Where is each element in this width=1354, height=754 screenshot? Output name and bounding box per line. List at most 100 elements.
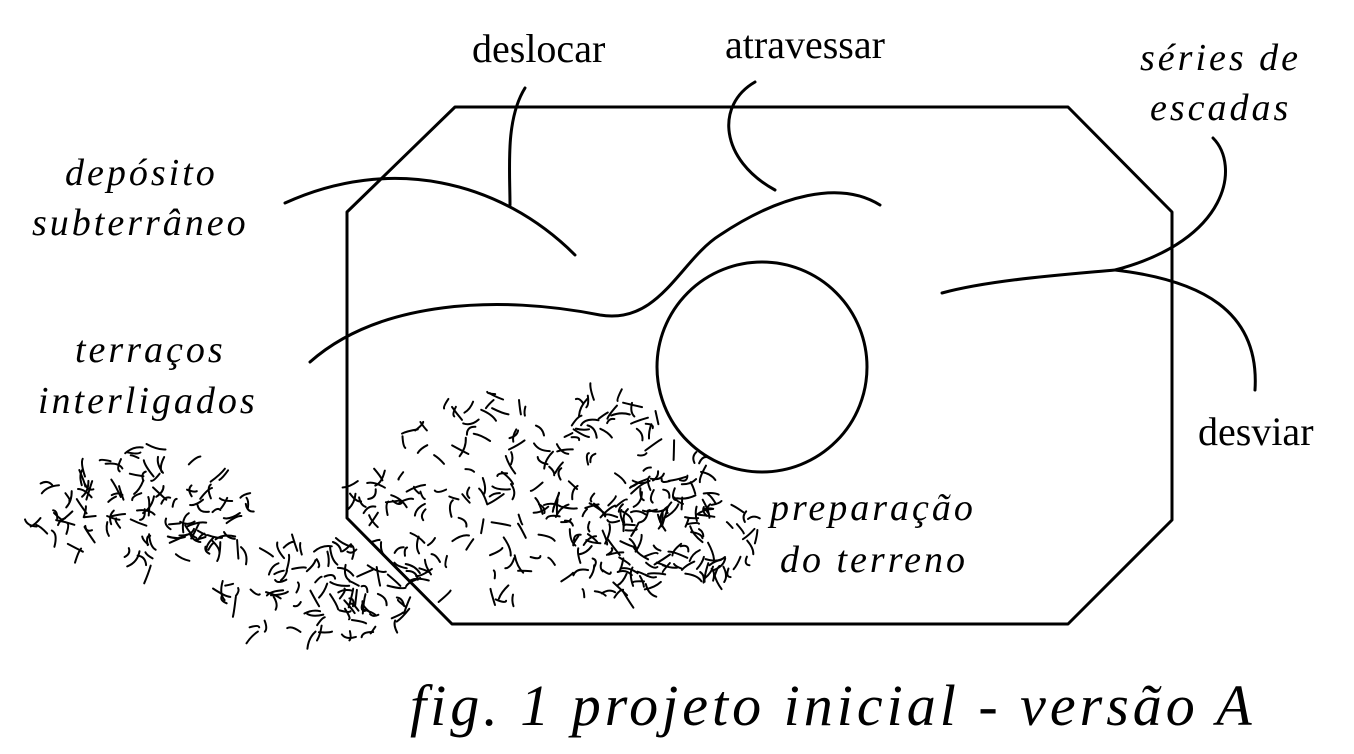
hatch-stroke: [657, 511, 664, 530]
hatch-stroke: [630, 522, 640, 537]
hatch-stroke: [465, 538, 475, 551]
hatch-stroke: [597, 411, 609, 420]
hatch-stroke: [204, 545, 211, 555]
hatch-stroke: [649, 489, 655, 504]
hatch-stroke: [248, 625, 261, 629]
hatch-stroke: [675, 494, 697, 500]
hatch-stroke: [697, 513, 716, 518]
hatch-stroke: [236, 539, 240, 560]
hatch-stroke: [186, 488, 198, 493]
hatch-stroke: [401, 435, 407, 449]
hatch-stroke: [299, 542, 303, 556]
hatch-stroke: [461, 493, 471, 504]
hatch-stroke: [692, 451, 698, 464]
hatch-stroke: [141, 535, 150, 546]
hatch-stroke: [695, 555, 705, 570]
hatch-stroke: [386, 573, 402, 587]
hatch-stroke: [489, 547, 504, 557]
hatch-stroke: [465, 425, 477, 436]
hatch-stroke: [462, 418, 480, 426]
hatch-stroke: [224, 582, 235, 587]
hatch-stroke: [350, 619, 368, 625]
hatch-stroke: [107, 495, 117, 503]
hatch-stroke: [142, 459, 155, 478]
label-preparacao: preparação: [767, 487, 976, 529]
hatch-stroke: [218, 497, 234, 503]
hatch-stroke: [695, 507, 714, 516]
hatch-stroke: [571, 484, 579, 501]
hatch-stroke: [614, 498, 628, 508]
hatch-stroke: [139, 508, 146, 521]
hatch-stroke: [747, 515, 761, 520]
hatch-stroke: [57, 517, 67, 527]
hatch-stroke: [533, 442, 551, 453]
hatch-stroke: [207, 542, 215, 551]
hatch-stroke: [554, 461, 564, 475]
hatch-stroke: [272, 595, 278, 611]
label-desviar: desviar: [1198, 409, 1314, 454]
hatch-stroke: [644, 438, 663, 452]
hatch-stroke: [403, 596, 412, 615]
hatch-stroke: [220, 496, 229, 510]
hatch-stroke: [55, 519, 76, 526]
hatch-stroke: [267, 562, 280, 576]
hatch-stroke: [131, 492, 143, 502]
hatch-stroke: [331, 541, 343, 553]
hatch-stroke: [82, 505, 87, 519]
hatch-stroke: [593, 590, 607, 597]
hatch-stroke: [416, 444, 429, 454]
hatch-stroke: [458, 436, 467, 458]
hatch-stroke: [568, 528, 577, 547]
label-deslocar: deslocar: [472, 26, 605, 71]
hatch-stroke: [643, 580, 662, 591]
hatch-stroke: [508, 439, 526, 451]
hatch-stroke: [614, 472, 627, 485]
hatch-stroke: [386, 584, 407, 590]
hatch-stroke: [704, 565, 714, 579]
hatch-stroke: [488, 492, 501, 498]
hatch-stroke: [306, 612, 325, 617]
hatch-stroke: [348, 630, 352, 642]
hatch-stroke: [415, 535, 421, 555]
label-deposito: depósito: [65, 152, 218, 194]
hatch-stroke: [578, 545, 593, 556]
hatch-stroke: [753, 529, 759, 545]
hatch-stroke: [209, 467, 226, 483]
hatch-stroke: [207, 483, 212, 500]
hatch-stroke: [81, 479, 90, 498]
hatch-stroke: [629, 566, 635, 587]
hatch-stroke: [606, 417, 616, 425]
hatch-stroke: [314, 575, 323, 584]
hatch-stroke: [504, 557, 516, 570]
hatch-stroke: [619, 567, 639, 575]
hatch-stroke: [620, 517, 625, 533]
hatch-stroke: [282, 540, 296, 549]
hatch-stroke: [746, 539, 755, 556]
hatch-stroke: [405, 483, 427, 493]
hatch-stroke: [567, 480, 579, 491]
hatch-stroke: [586, 424, 598, 439]
hatch-stroke: [29, 517, 42, 528]
desviar-leader-line: [1113, 268, 1257, 392]
hatch-stroke: [589, 492, 596, 503]
hatch-stroke: [529, 555, 542, 560]
hatch-stroke: [66, 542, 84, 553]
hatch-stroke: [105, 521, 110, 537]
hatch-stroke: [585, 452, 590, 466]
hatch-stroke: [292, 601, 302, 608]
hatch-stroke: [630, 401, 636, 418]
hatch-stroke: [220, 594, 228, 605]
hatch-stroke: [496, 472, 509, 477]
hatch-stroke: [343, 607, 351, 621]
hatch-stroke: [703, 562, 710, 583]
hatch-stroke: [480, 408, 497, 422]
hatch-stroke: [637, 452, 648, 457]
hatch-stroke: [362, 505, 377, 515]
hatch-stroke: [354, 588, 358, 607]
hatch-stroke: [329, 593, 340, 611]
hatch-stroke: [735, 523, 745, 535]
hatch-stroke: [199, 487, 213, 500]
hatch-stroke: [395, 607, 411, 623]
hatch-stroke: [652, 544, 662, 552]
hatch-stroke: [375, 566, 382, 587]
